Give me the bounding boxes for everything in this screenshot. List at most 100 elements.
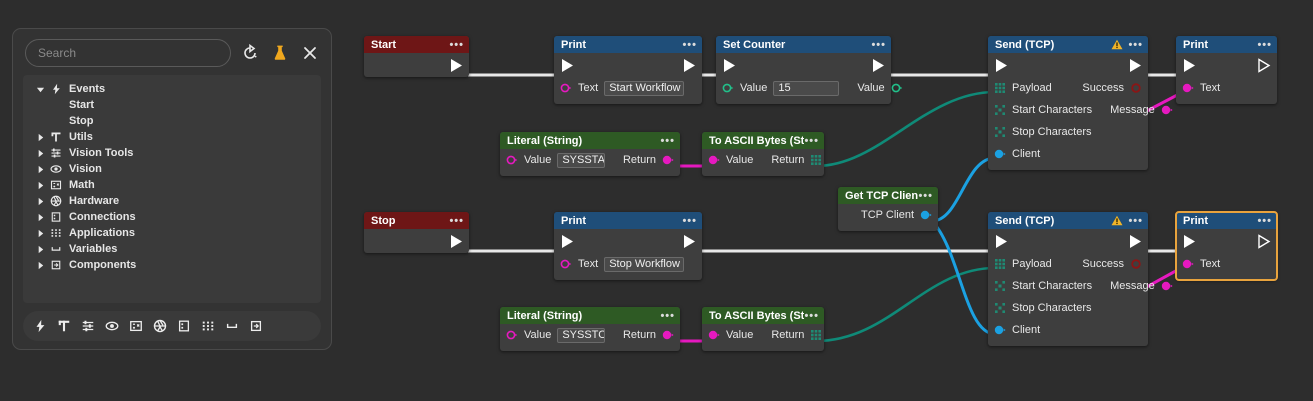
exec-in-pin[interactable] xyxy=(994,234,1008,249)
node-menu-button[interactable]: ••• xyxy=(871,38,886,51)
tree-item-variables[interactable]: Variables xyxy=(23,241,321,257)
exec-out-pin[interactable] xyxy=(449,234,463,249)
chevron-right-icon[interactable] xyxy=(33,245,47,254)
output-pin-return[interactable] xyxy=(810,329,822,341)
node-header[interactable]: Set Counter••• xyxy=(716,36,891,53)
output-pin-message[interactable] xyxy=(1161,104,1173,116)
output-pin-return[interactable] xyxy=(810,154,822,166)
node-menu-button[interactable]: ••• xyxy=(804,309,819,322)
exec-out-pin[interactable] xyxy=(449,58,463,73)
exec-in-pin[interactable] xyxy=(1182,234,1196,249)
output-pin-return[interactable] xyxy=(662,154,674,166)
input-pin-client[interactable] xyxy=(994,148,1006,160)
node-header[interactable]: Send (TCP)••• xyxy=(988,36,1148,53)
input-pin-client[interactable] xyxy=(994,324,1006,336)
node-header[interactable]: Literal (String)••• xyxy=(500,132,680,149)
node-header[interactable]: Send (TCP)••• xyxy=(988,212,1148,229)
input-pin-text[interactable] xyxy=(560,82,572,94)
tree-item-components[interactable]: Components xyxy=(23,257,321,273)
input-pin-text[interactable] xyxy=(1182,82,1194,94)
warning-icon[interactable] xyxy=(1111,39,1123,50)
output-pin-success[interactable] xyxy=(1130,258,1142,270)
tree-item-hardware[interactable]: Hardware xyxy=(23,193,321,209)
node-menu-button[interactable]: ••• xyxy=(1128,214,1143,227)
sliders-icon[interactable] xyxy=(79,318,96,335)
tree-item-math[interactable]: Math xyxy=(23,177,321,193)
eye-icon[interactable] xyxy=(103,318,120,335)
exec-out-pin[interactable] xyxy=(871,58,885,73)
input-pin-value[interactable] xyxy=(708,154,720,166)
node-header[interactable]: Print••• xyxy=(1176,36,1277,53)
node-header[interactable]: To ASCII Bytes (String)••• xyxy=(702,307,824,324)
component-icon[interactable] xyxy=(247,318,264,335)
chevron-right-icon[interactable] xyxy=(33,133,47,142)
exec-out-pin[interactable] xyxy=(1128,234,1142,249)
input-pin-payload[interactable] xyxy=(994,82,1006,94)
node-header[interactable]: Print••• xyxy=(554,36,702,53)
aperture-icon[interactable] xyxy=(151,318,168,335)
server-icon[interactable] xyxy=(175,318,192,335)
input-pin-value[interactable] xyxy=(506,154,518,166)
node-menu-button[interactable]: ••• xyxy=(660,134,675,147)
node-print-msg-2[interactable]: Print•••Text xyxy=(1175,211,1278,281)
value-field[interactable]: SYSSTOPP;1;1 xyxy=(557,327,605,343)
tree-item-start[interactable]: Start xyxy=(23,97,321,113)
palette-toolbar[interactable] xyxy=(23,311,321,341)
node-menu-button[interactable]: ••• xyxy=(449,214,464,227)
chevron-right-icon[interactable] xyxy=(33,213,47,222)
value-field[interactable]: Start Workflow xyxy=(604,80,684,96)
output-pin-tcp-client[interactable] xyxy=(920,209,932,221)
node-header[interactable]: Stop••• xyxy=(364,212,469,229)
node-menu-button[interactable]: ••• xyxy=(1128,38,1143,51)
wire-ascii2-to-payload2[interactable] xyxy=(814,266,997,343)
warning-icon[interactable] xyxy=(1111,215,1123,226)
tree-item-utils[interactable]: Utils xyxy=(23,129,321,145)
chevron-right-icon[interactable] xyxy=(33,261,47,270)
close-icon[interactable] xyxy=(299,42,321,64)
node-get-tcp-client[interactable]: Get TCP Client•••TCP Client xyxy=(838,187,938,231)
value-field[interactable]: SYSSTART;4;5 xyxy=(557,152,605,168)
output-pin-message[interactable] xyxy=(1161,280,1173,292)
node-header[interactable]: Start••• xyxy=(364,36,469,53)
chevron-right-icon[interactable] xyxy=(33,149,47,158)
node-menu-button[interactable]: ••• xyxy=(449,38,464,51)
node-stop[interactable]: Stop••• xyxy=(364,212,469,253)
tree-item-applications[interactable]: Applications xyxy=(23,225,321,241)
input-pin-payload[interactable] xyxy=(994,258,1006,270)
node-menu-button[interactable]: ••• xyxy=(918,189,933,202)
wire-client-to-send2[interactable] xyxy=(930,219,997,336)
node-menu-button[interactable]: ••• xyxy=(1257,38,1272,51)
node-header[interactable]: To ASCII Bytes (String)••• xyxy=(702,132,824,149)
input-pin-value[interactable] xyxy=(506,329,518,341)
tree-item-events[interactable]: Events xyxy=(23,81,321,97)
exec-out-pin[interactable] xyxy=(1128,58,1142,73)
input-pin-start-characters[interactable] xyxy=(994,280,1006,292)
refresh-icon[interactable] xyxy=(239,42,261,64)
node-start[interactable]: Start••• xyxy=(364,36,469,77)
exec-in-pin[interactable] xyxy=(1182,58,1196,73)
node-header[interactable]: Print••• xyxy=(554,212,702,229)
output-pin-value[interactable] xyxy=(891,82,903,94)
grid-icon[interactable] xyxy=(199,318,216,335)
bolt-icon[interactable] xyxy=(31,318,48,335)
chevron-right-icon[interactable] xyxy=(33,229,47,238)
exec-out-pin[interactable] xyxy=(1257,57,1271,73)
value-field[interactable]: Stop Workflow xyxy=(604,256,684,272)
node-header[interactable]: Literal (String)••• xyxy=(500,307,680,324)
input-pin-stop-characters[interactable] xyxy=(994,302,1006,314)
exec-in-pin[interactable] xyxy=(560,234,574,249)
value-field[interactable]: 15 xyxy=(773,80,840,96)
chevron-right-icon[interactable] xyxy=(33,181,47,190)
input-pin-start-characters[interactable] xyxy=(994,104,1006,116)
exec-out-pin[interactable] xyxy=(682,58,696,73)
node-menu-button[interactable]: ••• xyxy=(682,38,697,51)
node-print-msg-1[interactable]: Print•••Text xyxy=(1176,36,1277,104)
node-menu-button[interactable]: ••• xyxy=(682,214,697,227)
